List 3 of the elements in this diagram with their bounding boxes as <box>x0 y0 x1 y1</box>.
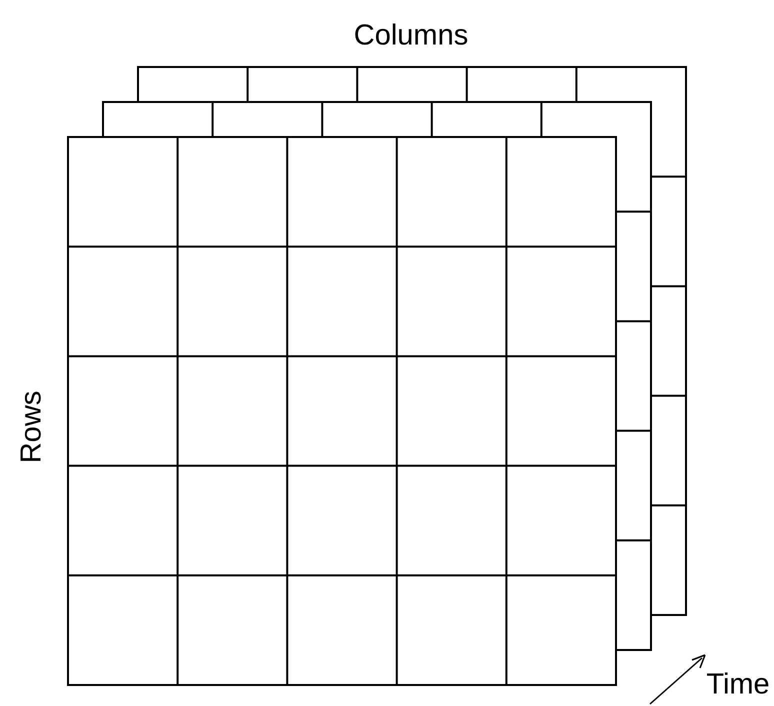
axis-label: Time <box>706 670 770 700</box>
axis-label: Columns <box>354 22 468 50</box>
axis-label: Rows <box>18 390 46 464</box>
